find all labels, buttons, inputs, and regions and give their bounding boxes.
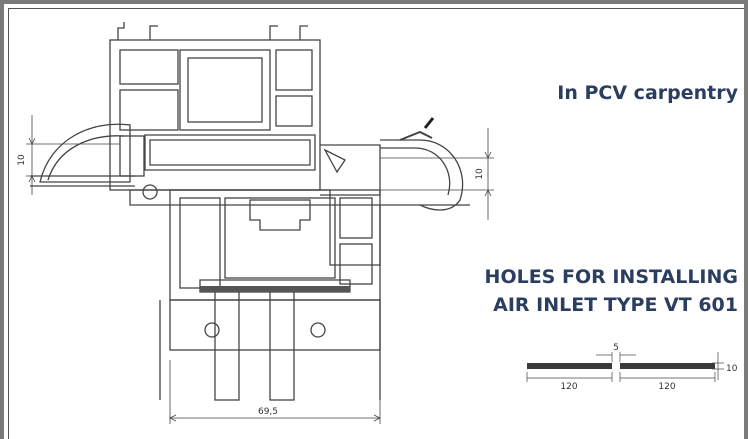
holes-title-line1: HOLES FOR INSTALLING <box>484 266 738 288</box>
window-profile <box>30 22 470 401</box>
sill-bar <box>200 286 350 292</box>
bottom-width-dim: 69,5 <box>258 407 278 417</box>
slot-height-dim: 10 <box>726 364 738 374</box>
slot-gap-dim: 5 <box>613 343 619 353</box>
carpentry-label: In PCV carpentry <box>557 82 738 104</box>
slot-left-length: 120 <box>560 382 577 392</box>
holes-title-line2: AIR INLET TYPE VT 601 <box>493 294 738 316</box>
left-height-dim: 10 <box>17 154 27 166</box>
slot-left <box>527 363 612 369</box>
dimension-lines <box>26 115 494 424</box>
slot-right <box>620 363 715 369</box>
right-height-dim: 10 <box>475 168 485 180</box>
slot-detail: 5 120 120 10 <box>526 343 738 392</box>
slot-right-length: 120 <box>658 382 675 392</box>
inner-frame <box>8 8 744 439</box>
